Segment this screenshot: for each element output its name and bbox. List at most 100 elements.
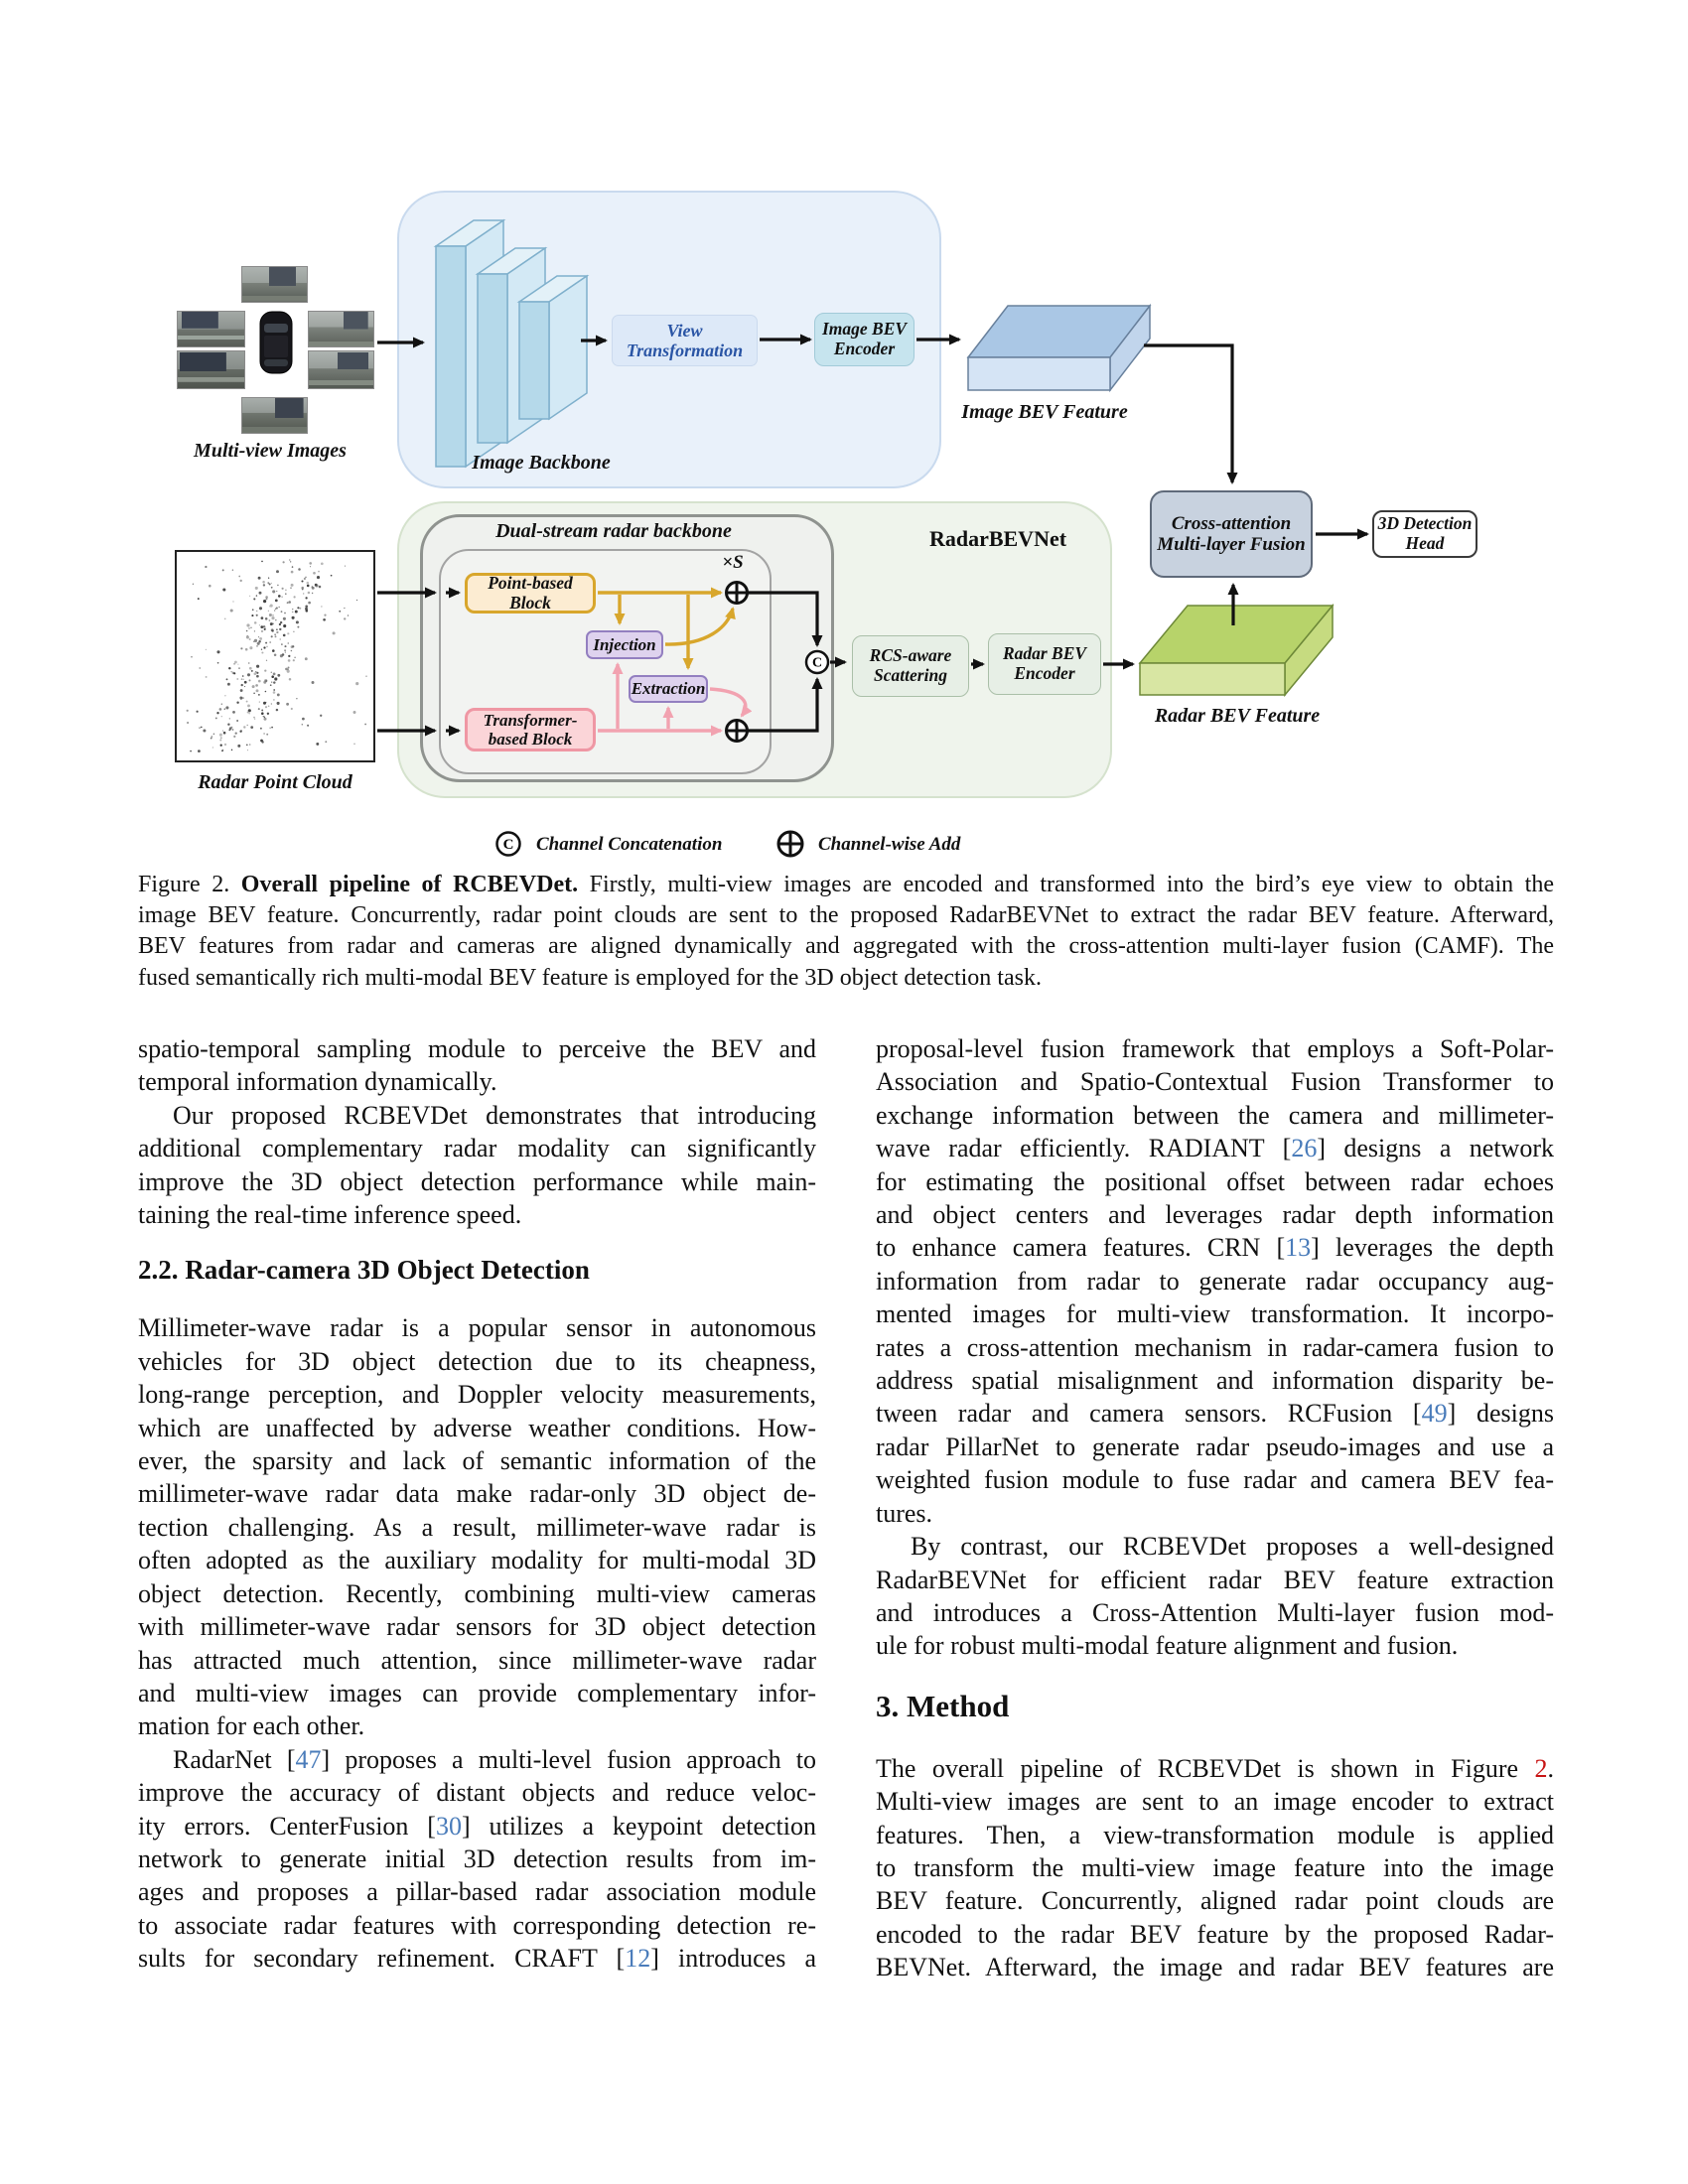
text-line: features. Then, a view-transformation mo… [876, 1820, 1554, 1849]
text-line: which are unaffected by adverse weather … [138, 1413, 816, 1442]
citation-link[interactable]: 26 [1291, 1134, 1318, 1163]
radar-bev-feature-label: Radar BEV Feature [1154, 705, 1321, 727]
paragraph: spatio-temporal sampling module to perce… [138, 1032, 816, 1099]
image-backbone-slabs [433, 218, 590, 469]
text-line: additional complementary radar modality … [138, 1134, 816, 1163]
citation-link[interactable]: 12 [625, 1944, 651, 1974]
svg-text:C: C [812, 656, 822, 671]
rcs-label-1: RCS-aware [869, 645, 952, 666]
rcs-label-2: Scattering [874, 665, 947, 685]
figure-vector-art: C C [175, 218, 1369, 858]
text-line: BEV feature. Concurrently, aligned radar… [876, 1886, 1554, 1916]
text-line: improve the accuracy of distant objects … [138, 1778, 816, 1808]
paragraph: proposal-level fusion framework that emp… [876, 1032, 1554, 1530]
figure-caption: Figure 2. Overall pipeline of RCBEVDet. … [138, 870, 1554, 994]
text-line: object detection. Recently, combining mu… [138, 1578, 816, 1608]
radar-point-cloud-label: Radar Point Cloud [198, 771, 352, 793]
radar-bev-feature-slab [1138, 603, 1335, 698]
radarbevnet-label: RadarBEVNet [928, 526, 1067, 551]
transformer-stream-arrows [598, 662, 753, 737]
legend-add-icon [776, 830, 804, 858]
point-based-block-label: Point-based Block [488, 572, 573, 613]
text-line: with millimeter-wave radar sensors for 3… [138, 1612, 816, 1642]
injection-label: Injection [593, 634, 656, 654]
figure-2-diagram: C C View Transformation Image BEV Encode… [0, 0, 1688, 874]
paragraph: The overall pipeline of RCBEVDet is show… [876, 1752, 1554, 1984]
image-backbone-label: Image Backbone [472, 452, 611, 474]
text-line: ages and proposes a pillar-based radar a… [138, 1877, 816, 1907]
text-line: mation for each other. [138, 1711, 365, 1741]
cross-attention-fusion-box: Cross-attention Multi-layer Fusion [1150, 490, 1313, 578]
citation-link[interactable]: 49 [1421, 1399, 1448, 1429]
camera-image-front-left [177, 311, 245, 347]
text-line: ever, the sparsity and lack of semantic … [138, 1446, 816, 1476]
text-line: vehicles for 3D object detection due to … [138, 1346, 816, 1376]
citation-link[interactable]: 47 [295, 1744, 322, 1774]
channel-wise-add-icon [725, 581, 749, 743]
paragraph: Our proposed RCBEVDet demonstrates that … [138, 1099, 816, 1232]
image-bev-encoder-box: Image BEV Encoder [814, 313, 914, 366]
text-line: RadarBEVNet for efficient radar BEV feat… [876, 1565, 1554, 1594]
text-line: spatio-temporal sampling module to perce… [138, 1034, 816, 1063]
transformer-block-label-1: Transformer- [483, 710, 578, 730]
legend-concat-icon: C [495, 831, 521, 857]
text-line: long-range perception, and Doppler veloc… [138, 1380, 816, 1410]
image-bev-feature-label: Image BEV Feature [961, 401, 1128, 423]
text-line: information from radar to generate radar… [876, 1266, 1554, 1296]
text-line: often adopted as the auxiliary modality … [138, 1546, 816, 1575]
car-top-view-icon [259, 311, 293, 374]
radar-bev-encoder-box: Radar BEV Encoder [988, 633, 1101, 695]
radar-bev-encoder-label-2: Encoder [1014, 663, 1075, 683]
citation-link[interactable]: 30 [435, 1811, 462, 1841]
point-based-block-box: Point-based Block [465, 573, 596, 614]
text-line: tection challenging. As a result, millim… [138, 1512, 816, 1542]
camera-image-front [241, 266, 308, 303]
extraction-label: Extraction [631, 679, 706, 699]
paragraph: RadarNet [47] proposes a multi-level fus… [138, 1743, 816, 1976]
text-line: Millimeter-wave radar is a popular senso… [138, 1313, 816, 1343]
image-bev-encoder-label-1: Image BEV [821, 319, 908, 340]
text-line: radar PillarNet to generate radar pseudo… [876, 1432, 1554, 1461]
text-line: Figure 2. Overall pipeline of RCBEVDet. … [138, 872, 1554, 897]
detection-head-box: 3D Detection Head [1372, 510, 1477, 558]
paragraph: Millimeter-wave radar is a popular senso… [138, 1311, 816, 1742]
text-line: BEV features from radar and cameras are … [138, 933, 1554, 960]
camera-image-back [241, 397, 308, 434]
radar-point-cloud-dots [186, 559, 367, 752]
text-line: and object centers and leverages radar d… [876, 1200, 1554, 1230]
text-line: to enhance camera features. CRN [13] lev… [876, 1233, 1554, 1263]
camf-label-1: Cross-attention [1171, 512, 1292, 534]
figure-reference[interactable]: 2 [1534, 1753, 1548, 1783]
text-line: to transform the multi-view image featur… [876, 1852, 1554, 1882]
text-line: Our proposed RCBEVDet demonstrates that … [173, 1100, 816, 1130]
text-line: Association and Spatio-Contextual Fusion… [876, 1067, 1554, 1097]
text-line: rates a cross-attention mechanism in rad… [876, 1332, 1554, 1362]
legend-concat-label: Channel Concatenation [536, 834, 723, 855]
point-stream-arrows [598, 587, 736, 670]
section-heading: 2.2. Radar-camera 3D Object Detection [138, 1255, 590, 1286]
dual-stream-backbone-label: Dual-stream radar backbone [495, 520, 732, 542]
text-line: The overall pipeline of RCBEVDet is show… [876, 1753, 1554, 1783]
text-line: weighted fusion module to fuse radar and… [876, 1465, 1554, 1495]
camera-image-front-right [308, 311, 374, 347]
text-line: proposal-level fusion framework that emp… [876, 1034, 1554, 1063]
transformer-block-label-2: based Block [488, 730, 573, 749]
detection-head-label-2: Head [1405, 533, 1445, 553]
section-heading: 3. Method [876, 1688, 1010, 1723]
injection-box: Injection [586, 630, 663, 659]
repeat-times-label: ×S [722, 552, 744, 573]
camera-image-back-left [177, 350, 245, 389]
view-transformation-box: View Transformation [612, 315, 758, 366]
rcs-aware-scattering-box: RCS-aware Scattering [852, 635, 969, 697]
text-line: network to generate initial 3D detection… [138, 1843, 816, 1873]
camera-image-back-right [308, 350, 374, 389]
extraction-box: Extraction [629, 675, 708, 703]
text-line: to associate radar features with corresp… [138, 1910, 816, 1940]
text-line: ule for robust multi-modal feature align… [876, 1631, 1459, 1661]
text-line: improve the 3D object detection performa… [138, 1166, 816, 1196]
image-bev-encoder-label-2: Encoder [833, 339, 896, 358]
citation-link[interactable]: 13 [1285, 1233, 1312, 1263]
text-line: tween radar and camera sensors. RCFusion… [876, 1399, 1554, 1429]
text-line: sults for secondary refinement. CRAFT [1… [138, 1944, 816, 1974]
